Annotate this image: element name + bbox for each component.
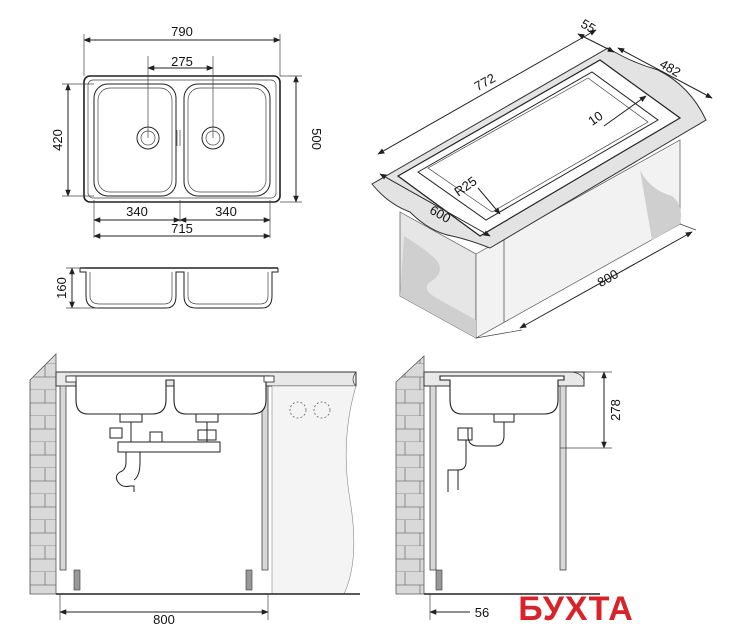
brick-wall-left: [29, 353, 57, 595]
brand-logo: БУХТА: [518, 590, 634, 628]
dim-side-height: 278: [608, 399, 623, 421]
siphon: [109, 413, 221, 492]
front-installation-view: 800: [29, 353, 360, 627]
sink-outline: [83, 75, 281, 203]
dim-bowls-total: 715: [171, 221, 193, 236]
dim-side-offset: 56: [475, 605, 489, 620]
dim-iso-length: 772: [472, 70, 498, 94]
brick-wall-right: [395, 355, 425, 595]
dim-overall-width: 790: [171, 24, 193, 39]
section-view: 160: [54, 267, 279, 309]
dim-section-depth: 160: [54, 277, 69, 299]
dim-overall-depth: 500: [309, 128, 324, 150]
side-sink: [439, 375, 565, 415]
dim-iso-edge: 10: [585, 108, 605, 129]
side-installation-view: 278 56: [395, 355, 623, 620]
dim-right-bowl-width: 340: [215, 204, 237, 219]
side-siphon: [447, 413, 515, 492]
dim-left-bowl-width: 340: [126, 204, 148, 219]
right-bowl: [183, 83, 271, 197]
top-view: 790 275 420 500 340 340 715: [50, 24, 324, 239]
left-bowl: [93, 83, 177, 197]
dim-drain-spacing: 275: [171, 54, 193, 69]
front-sink: [69, 375, 271, 415]
dim-bowl-depth: 420: [50, 129, 65, 151]
isometric-view: 772 55 482 10 R25 600 800: [371, 16, 713, 339]
dim-iso-rim: 55: [578, 16, 598, 36]
dim-front-cabinet-width: 800: [153, 612, 175, 627]
